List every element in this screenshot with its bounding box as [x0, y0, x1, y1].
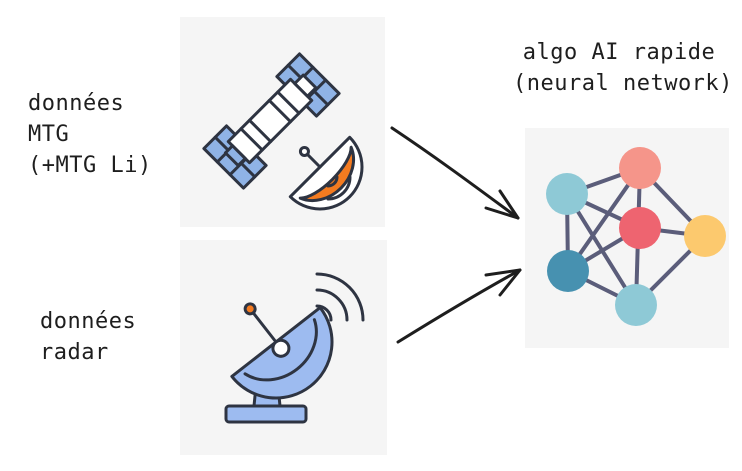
nn-node-hidden-3 — [615, 284, 657, 326]
satellite-icon — [202, 52, 364, 211]
nn-node-hidden-1 — [619, 147, 661, 189]
radar-card — [180, 240, 387, 455]
ai-algorithm-label: algo AI rapide (neural network) — [513, 37, 733, 99]
neural-network-icon — [546, 147, 726, 326]
satellite-data-label: données MTG (+MTG Li) — [28, 88, 152, 181]
satellite-card — [180, 17, 385, 227]
nn-node-output — [684, 215, 726, 257]
satellite-label-line-1: données — [28, 91, 125, 116]
radar-label-line-2: radar — [40, 340, 109, 365]
satellite-label-line-3: (+MTG Li) — [28, 153, 152, 178]
arrow-radar-to-ai — [396, 268, 522, 344]
satellite-label-line-2: MTG — [28, 122, 70, 147]
arrow-satellite-to-ai — [390, 126, 520, 220]
radar-data-label: données radar — [40, 306, 136, 368]
nn-node-input-2 — [547, 250, 589, 292]
radar-dish-icon — [224, 272, 365, 424]
nn-node-hidden-2 — [619, 207, 661, 249]
nn-node-input-1 — [546, 173, 588, 215]
neural-network-card — [525, 128, 729, 348]
ai-label-line-1: algo AI rapide — [522, 40, 716, 65]
radar-label-line-1: données — [40, 309, 137, 334]
ai-label-line-2: (neural network) — [513, 71, 733, 96]
